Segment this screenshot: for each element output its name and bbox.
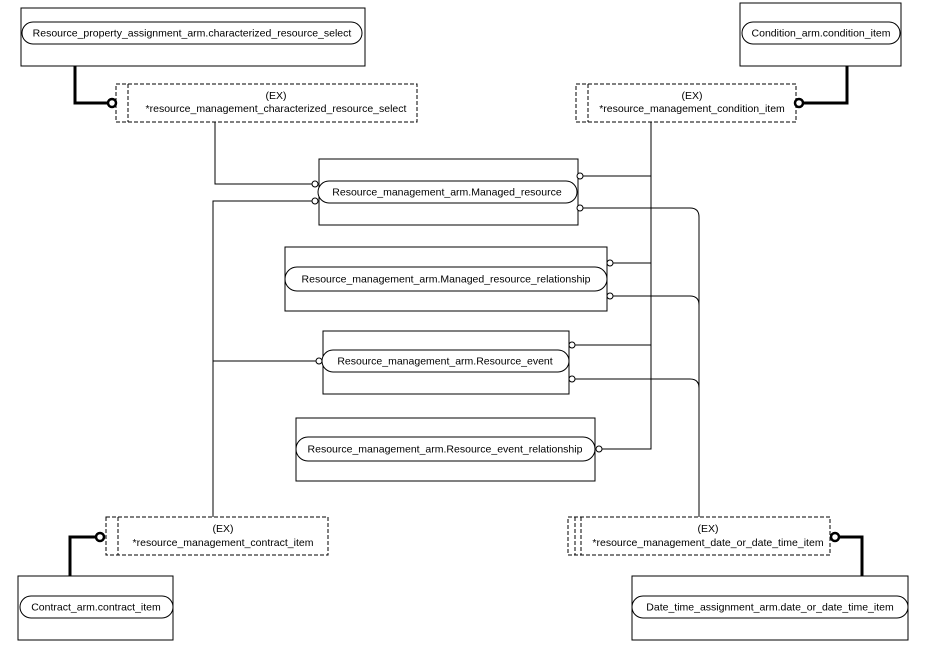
entity-label: Condition_arm.condition_item [752,28,891,40]
ex-condition-item[interactable]: (EX) *resource_management_condition_item [575,83,797,123]
ex-tag: (EX) [266,90,287,102]
circle-event-relationship-right [595,445,603,453]
line-datetime-resource-event [575,378,700,389]
entity-managed-resource-relationship[interactable]: Resource_management_arm.Managed_resource… [284,246,608,312]
ex-name: *resource_management_characterized_resou… [146,103,407,115]
line-characterized-to-managed-resource [214,122,312,185]
thick-link-date-time [839,535,864,576]
entity-condition-item[interactable]: Condition_arm.condition_item [739,2,902,67]
entity-label: Resource_management_arm.Resource_event [337,356,552,368]
entity-label: Resource_management_arm.Resource_event_r… [308,444,583,456]
entity-label: Resource_management_arm.Managed_resource… [302,274,591,286]
ex-contract-item[interactable]: (EX) *resource_management_contract_item [105,516,329,556]
entity-label: Date_time_assignment_arm.date_or_date_ti… [646,602,894,614]
entity-date-or-date-time-item[interactable]: Date_time_assignment_arm.date_or_date_ti… [631,575,909,641]
entity-managed-resource[interactable]: Resource_management_arm.Managed_resource [317,158,579,226]
entity-resource-event-relationship[interactable]: Resource_management_arm.Resource_event_r… [295,417,596,482]
ex-name: *resource_management_contract_item [133,537,314,549]
ex-tag: (EX) [213,523,234,535]
circle-managed-resource-left-top [311,180,319,188]
entity-label: Resource_management_arm.Managed_resource [332,187,562,199]
entity-label: Resource_property_assignment_arm.charact… [33,28,352,40]
entity-contract-item[interactable]: Contract_arm.contract_item [17,575,174,641]
line-condition-trunk [602,122,652,450]
entity-resource-property-assignment[interactable]: Resource_property_assignment_arm.charact… [20,7,366,67]
ex-date-or-date-time-item[interactable]: (EX) *resource_management_date_or_date_t… [567,516,831,556]
entity-label: Contract_arm.contract_item [31,602,161,614]
thick-link-condition [803,66,849,105]
ex-name: *resource_management_condition_item [599,103,785,115]
entity-resource-event[interactable]: Resource_management_arm.Resource_event [321,330,570,395]
line-datetime-managed-resource-relationship [613,295,700,306]
circle-date-time-thick [829,531,841,543]
circle-resource-event-right-top [568,341,576,349]
circle-condition-thick [793,97,805,109]
circle-relationship-right-top [606,259,614,267]
circle-managed-resource-right-top [576,172,584,180]
ex-tag: (EX) [682,90,703,102]
circle-contract-thick [94,531,106,543]
line-contract-trunk [212,200,312,517]
ex-tag: (EX) [698,523,719,535]
circle-managed-resource-left-bottom [311,197,319,205]
ex-characterized-resource-select[interactable]: (EX) *resource_management_characterized_… [115,83,418,123]
circle-characterized-thick [106,97,118,109]
ex-name: *resource_management_date_or_date_time_i… [592,537,823,549]
circle-resource-event-left [315,357,323,365]
thick-link-characterized [73,66,110,105]
circle-resource-event-right-bottom [568,375,576,383]
line-datetime-managed-resource [583,207,700,517]
thick-link-contract [68,535,96,576]
circle-relationship-right-bottom [606,292,614,300]
circle-managed-resource-right-bottom [576,204,584,212]
connector-lines [68,66,864,576]
connector-circles [94,97,841,543]
